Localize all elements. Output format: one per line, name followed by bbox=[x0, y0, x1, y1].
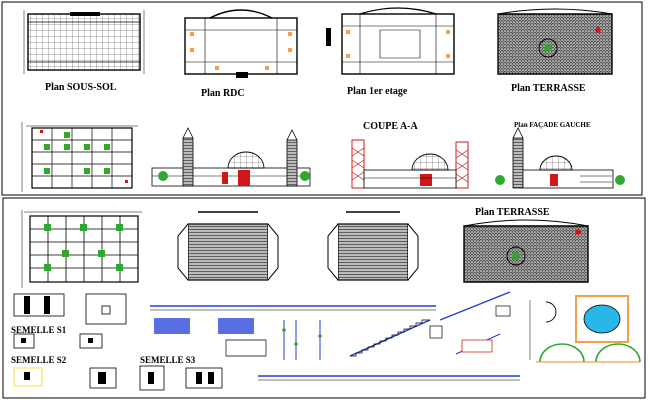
label-coupe-aa: COUPE A-A bbox=[363, 121, 418, 132]
label-semelle-s2: SEMELLE S2 bbox=[11, 355, 67, 365]
coupe-aa-drawing bbox=[351, 139, 469, 189]
dome-details bbox=[529, 295, 641, 363]
facade-gauche-drawing bbox=[495, 127, 625, 189]
stair-details bbox=[349, 291, 511, 357]
front-elevation bbox=[151, 127, 311, 187]
plan-terrasse-drawing-top bbox=[497, 8, 613, 75]
roof-elevation-1 bbox=[177, 211, 279, 281]
label-plan-rdc: Plan RDC bbox=[201, 88, 245, 99]
plan-terrasse-drawing-bottom bbox=[463, 219, 589, 283]
label-plan-terrasse-bottom: Plan TERRASSE bbox=[475, 207, 550, 218]
label-plan-facade-gauche: Plan FAÇADE GAUCHE bbox=[514, 121, 591, 129]
label-semelle-s1: SEMELLE S1 bbox=[11, 325, 67, 335]
plan-1er-etage-drawing bbox=[326, 7, 455, 75]
label-plan-1er-etage: Plan 1er etage bbox=[347, 86, 408, 97]
structural-plan-top bbox=[21, 122, 138, 192]
plan-rdc-drawing bbox=[184, 9, 298, 78]
label-semelle-s3: SEMELLE S3 bbox=[140, 355, 196, 365]
footing-details bbox=[13, 293, 223, 391]
structural-plan-bottom bbox=[21, 210, 142, 288]
label-plan-terrasse-top: Plan TERRASSE bbox=[511, 83, 586, 94]
plan-sous-sol-drawing bbox=[23, 10, 145, 74]
bottom-sheet bbox=[2, 197, 646, 399]
roof-elevation-2 bbox=[327, 211, 419, 281]
top-sheet bbox=[1, 1, 643, 196]
beam-details bbox=[150, 305, 520, 381]
label-plan-sous-sol: Plan SOUS-SOL bbox=[45, 82, 117, 93]
